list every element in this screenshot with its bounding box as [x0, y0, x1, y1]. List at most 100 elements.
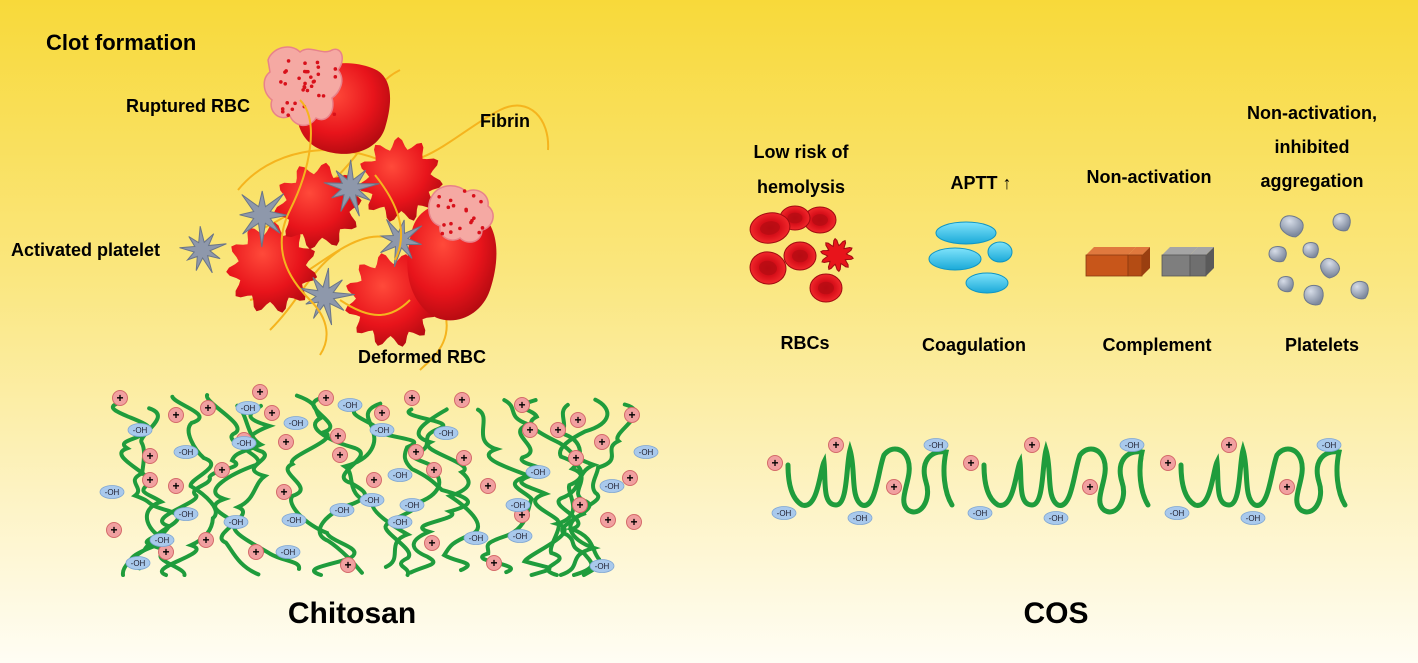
svg-text:+: + [172, 479, 179, 493]
amino-plus-badge: + [480, 478, 496, 494]
resting-platelet [1279, 215, 1304, 238]
svg-text:+: + [344, 558, 351, 572]
deformed-rbc-label: Deformed RBC [358, 347, 487, 367]
platelet-icons [1268, 212, 1369, 306]
chitosan-chain [294, 393, 367, 575]
svg-text:+: + [378, 406, 385, 420]
svg-text:+: + [890, 480, 897, 494]
svg-text:+: + [370, 473, 377, 487]
svg-text:+: + [204, 401, 211, 415]
hydroxyl-badge: -OH [1240, 511, 1266, 525]
amino-plus-badge: + [142, 472, 158, 488]
hemoglobin-dot [309, 75, 313, 79]
svg-text:+: + [252, 545, 259, 559]
hydroxyl-badge: -OH [599, 479, 625, 493]
clot-illustration [179, 46, 550, 371]
platelet-nonactivation-label: Non-activation, inhibited aggregation [1246, 103, 1378, 192]
svg-text:-OH: -OH [531, 468, 546, 477]
rbc-disc [783, 241, 817, 271]
svg-text:+: + [518, 398, 525, 412]
deformed-rbc [226, 222, 318, 313]
hydroxyl-badge: -OH [1119, 438, 1145, 452]
rbc-disc [749, 212, 791, 244]
amino-plus-badge: + [570, 412, 586, 428]
hydroxyl-badge: -OH [967, 506, 993, 520]
svg-text:-OH: -OH [179, 510, 194, 519]
amino-plus-badge: + [1024, 437, 1040, 453]
hemoglobin-dot [286, 113, 291, 117]
svg-text:+: + [268, 406, 275, 420]
svg-text:-OH: -OH [777, 509, 792, 518]
svg-text:-OH: -OH [973, 509, 988, 518]
hemoglobin-dot [309, 84, 314, 89]
svg-text:-OH: -OH [1170, 509, 1185, 518]
amino-plus-badge: + [568, 450, 584, 466]
svg-text:+: + [218, 463, 225, 477]
hydroxyl-badge: -OH [223, 515, 249, 529]
hydroxyl-badge: -OH [125, 556, 151, 570]
amino-plus-badge: + [1279, 479, 1295, 495]
hydroxyl-badge: -OH [359, 493, 385, 507]
resting-platelet [1268, 246, 1287, 263]
svg-text:+: + [428, 536, 435, 550]
hydroxyl-badge: -OH [525, 465, 551, 479]
hemoglobin-dot [470, 218, 474, 223]
coag-oval [935, 221, 997, 245]
hemoglobin-dot [312, 79, 316, 84]
activated-platelet [239, 190, 288, 248]
amino-plus-badge: + [248, 544, 264, 560]
svg-text:+: + [162, 545, 169, 559]
fibrin-strand [374, 174, 403, 261]
svg-text:-OH: -OH [131, 559, 146, 568]
amino-plus-badge: + [198, 532, 214, 548]
fibrin-strand [339, 299, 411, 316]
svg-text:+: + [408, 391, 415, 405]
svg-text:+: + [626, 471, 633, 485]
svg-text:+: + [430, 463, 437, 477]
hemoglobin-dot [301, 88, 305, 92]
amino-plus-badge: + [486, 555, 502, 571]
chitosan-chain [476, 407, 535, 575]
amino-plus-badge: + [454, 392, 470, 408]
amino-plus-badge: + [514, 397, 530, 413]
chitosan-network [111, 393, 637, 577]
resting-platelet [1302, 242, 1319, 259]
amino-plus-badge: + [252, 384, 268, 400]
coag-oval [965, 272, 1009, 294]
hydroxyl-badge: -OH [329, 503, 355, 517]
fibrin-label: Fibrin [480, 111, 530, 131]
complement-icon [1085, 247, 1214, 277]
amino-plus-badge: + [828, 437, 844, 453]
amino-plus-badge: + [622, 470, 638, 486]
hemoglobin-dot [303, 81, 307, 86]
resting-platelet [1303, 284, 1324, 306]
svg-text:+: + [172, 408, 179, 422]
svg-text:-OH: -OH [237, 439, 252, 448]
hydroxyl-badge: -OH [505, 498, 531, 512]
hemoglobin-dot [471, 194, 476, 198]
hemoglobin-dot [280, 107, 285, 111]
amino-plus-badge: + [1160, 455, 1176, 471]
aptt-label: APTT ↑ [950, 173, 1012, 193]
hydroxyl-badge: -OH [399, 498, 425, 512]
amino-plus-badge: + [214, 462, 230, 478]
svg-text:+: + [576, 498, 583, 512]
hemoglobin-dot [436, 204, 441, 208]
svg-text:+: + [110, 523, 117, 537]
svg-text:-OH: -OH [105, 488, 120, 497]
rbcs-label: RBCs [780, 333, 830, 353]
hemoglobin-dot [286, 59, 291, 63]
svg-text:-OH: -OH [155, 536, 170, 545]
coagulation-label: Coagulation [922, 335, 1026, 355]
svg-text:+: + [967, 456, 974, 470]
hemoglobin-dot [305, 88, 310, 93]
amino-plus-badge: + [886, 479, 902, 495]
svg-text:-OH: -OH [375, 426, 390, 435]
hemoglobin-dot [458, 226, 462, 231]
hemoglobin-dot [303, 61, 307, 66]
svg-text:+: + [604, 513, 611, 527]
hemoglobin-dot [316, 65, 321, 69]
svg-text:-OH: -OH [343, 401, 358, 410]
chitosan-chain [558, 402, 637, 577]
